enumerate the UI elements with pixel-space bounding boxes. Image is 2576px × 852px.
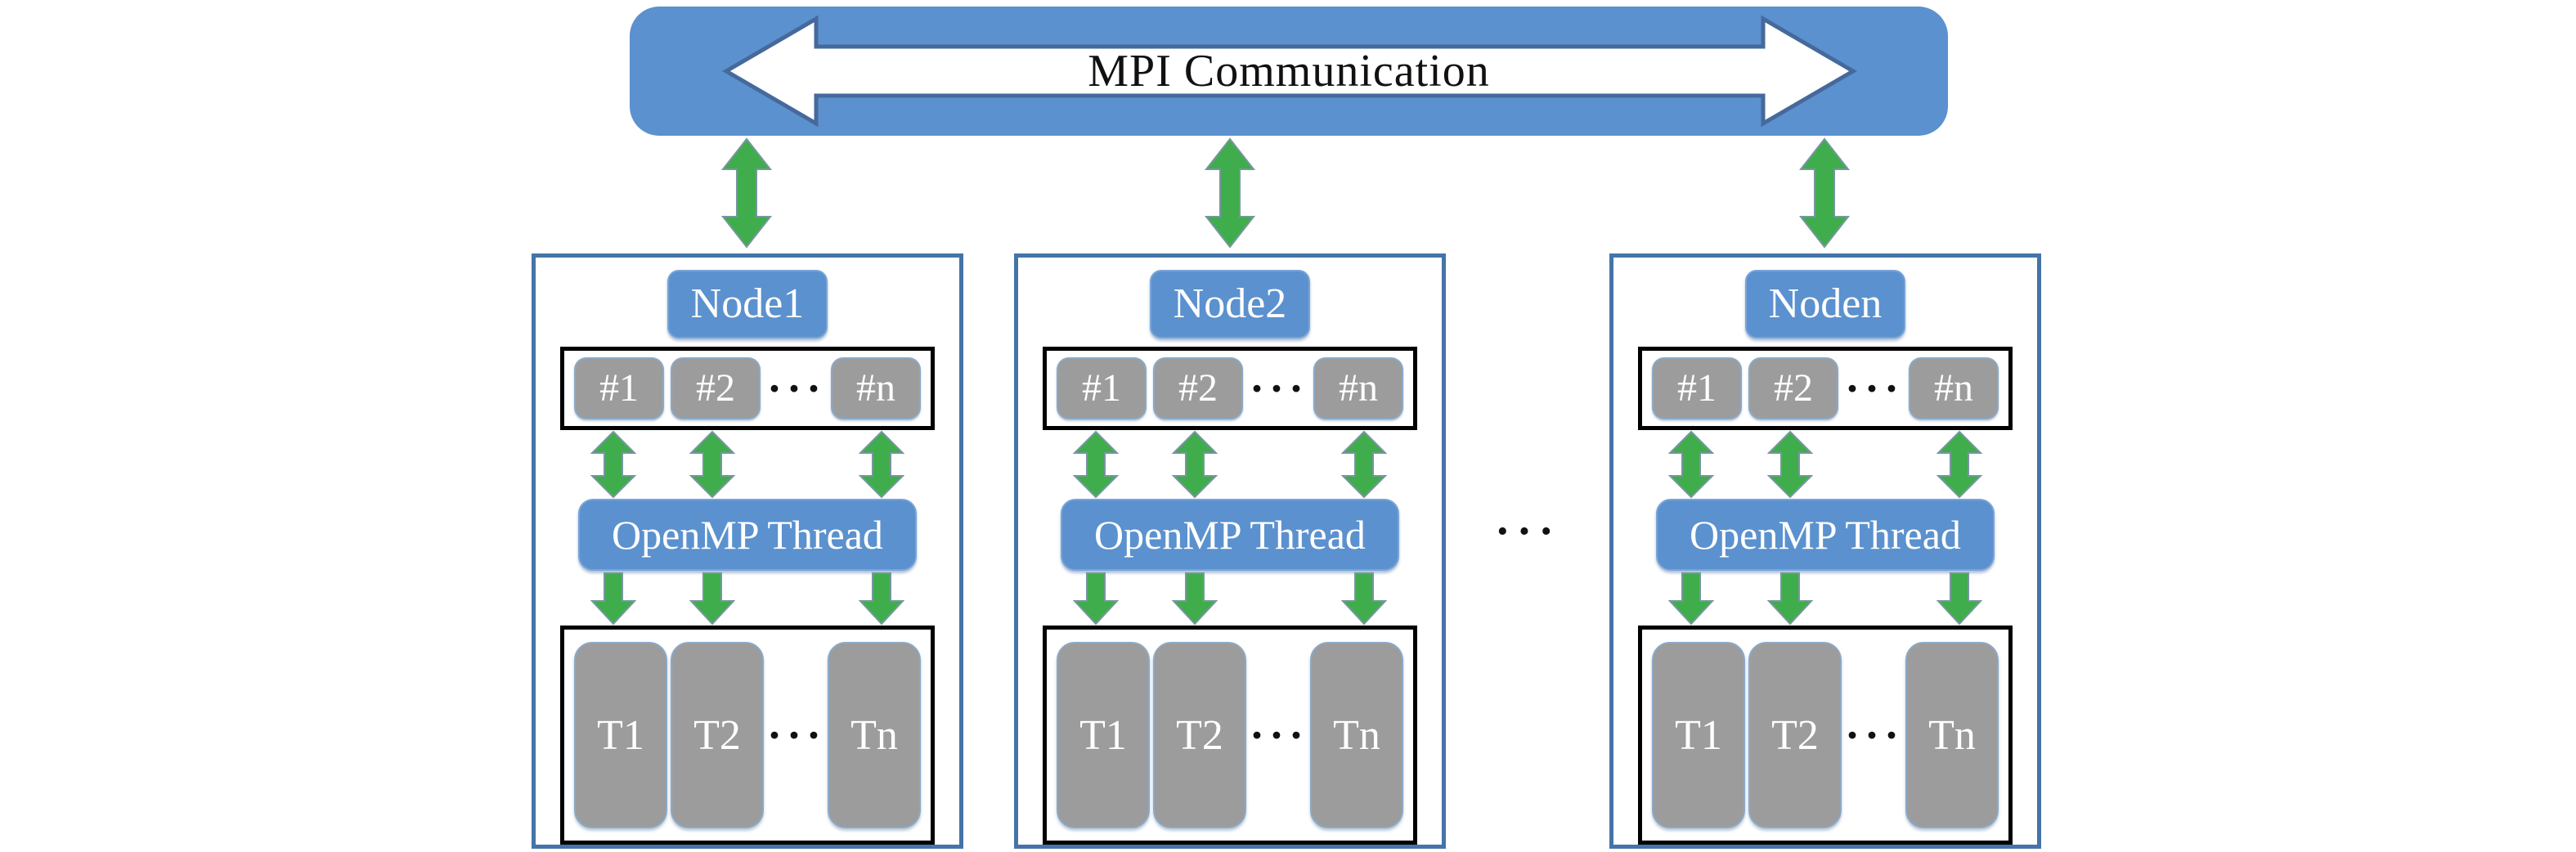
core-chip: #1 <box>574 356 664 419</box>
node-title-badge: Node2 <box>1150 270 1310 339</box>
thread-chip: Tn <box>1905 642 1999 829</box>
openmp-thread-down-arrow-icon <box>1173 572 1218 625</box>
core-openmp-arrows <box>1638 430 2013 499</box>
core-openmp-double-arrow-icon <box>1669 430 1713 498</box>
core-openmp-double-arrow-icon <box>1936 430 1981 498</box>
node-title-label: Node2 <box>1173 280 1287 328</box>
core-openmp-arrows <box>560 430 935 499</box>
openmp-thread-down-arrow-icon <box>690 572 735 625</box>
core-openmp-double-arrow-icon <box>1768 430 1813 498</box>
openmp-thread-arrows <box>1638 571 2013 626</box>
openmp-thread-down-arrow-icon <box>1669 572 1713 625</box>
openmp-thread-down-arrow-icon <box>1341 572 1386 625</box>
openmp-thread-down-arrow-icon <box>591 572 635 625</box>
cores-box: #1 #2 ··· #n <box>1638 346 2013 430</box>
core-openmp-double-arrow-icon <box>591 430 635 498</box>
openmp-thread-down-arrow-icon <box>859 572 904 625</box>
threads-box: T1 T2 ··· Tn <box>1638 626 2013 845</box>
thread-chip: T2 <box>1153 642 1246 829</box>
node-title-badge: Node1 <box>667 270 828 339</box>
core-chip: #2 <box>1153 356 1243 419</box>
core-chip: #n <box>1313 356 1403 419</box>
node-card-n: Noden #1 #2 ··· #n OpenMP Thread T1 T2 ·… <box>1609 253 2041 849</box>
openmp-badge: OpenMP Thread <box>578 498 917 571</box>
thread-chip: T1 <box>1057 642 1150 829</box>
noden-link-double-arrow-icon <box>1800 138 1849 248</box>
core-chip: #1 <box>1057 356 1147 419</box>
node-card-1: Node1 #1 #2 ··· #n OpenMP Thread T1 T2 ·… <box>532 253 963 849</box>
openmp-thread-down-arrow-icon <box>1074 572 1118 625</box>
core-openmp-double-arrow-icon <box>690 430 735 498</box>
core-chip: #n <box>831 356 921 419</box>
nodes-ellipsis: ··· <box>1494 506 1561 557</box>
threads-ellipsis: ··· <box>1845 711 1905 760</box>
thread-chip: Tn <box>828 642 921 829</box>
threads-box: T1 T2 ··· Tn <box>1043 626 1417 845</box>
openmp-thread-down-arrow-icon <box>1936 572 1981 625</box>
thread-chip: T2 <box>1748 642 1842 829</box>
cores-ellipsis: ··· <box>1250 363 1309 413</box>
thread-chip: T1 <box>1652 642 1745 829</box>
core-chip: #2 <box>671 356 761 419</box>
core-openmp-double-arrow-icon <box>859 430 904 498</box>
openmp-label: OpenMP Thread <box>612 511 883 558</box>
cores-box: #1 #2 ··· #n <box>1043 346 1417 430</box>
mpi-double-arrow-icon <box>722 15 1857 128</box>
openmp-thread-arrows <box>1043 571 1417 626</box>
openmp-label: OpenMP Thread <box>1690 511 1961 558</box>
cores-ellipsis: ··· <box>767 363 827 413</box>
cores-box: #1 #2 ··· #n <box>560 346 935 430</box>
threads-ellipsis: ··· <box>1250 711 1309 760</box>
core-openmp-double-arrow-icon <box>1173 430 1218 498</box>
core-chip: #1 <box>1652 356 1742 419</box>
thread-chip: T2 <box>671 642 764 829</box>
core-openmp-double-arrow-icon <box>1341 430 1386 498</box>
thread-chip: T1 <box>574 642 667 829</box>
node-card-2: Node2 #1 #2 ··· #n OpenMP Thread T1 T2 ·… <box>1014 253 1446 849</box>
core-openmp-double-arrow-icon <box>1074 430 1118 498</box>
mpi-banner-label: MPI Communication <box>1088 46 1490 96</box>
openmp-label: OpenMP Thread <box>1094 511 1366 558</box>
node2-link-double-arrow-icon <box>1205 138 1254 248</box>
node-title-label: Noden <box>1768 280 1883 328</box>
mpi-banner: MPI Communication <box>630 7 1948 136</box>
openmp-badge: OpenMP Thread <box>1656 498 1995 571</box>
core-openmp-arrows <box>1043 430 1417 499</box>
openmp-badge: OpenMP Thread <box>1061 498 1399 571</box>
node-title-badge: Noden <box>1745 270 1905 339</box>
cores-ellipsis: ··· <box>1845 363 1905 413</box>
node-title-label: Node1 <box>690 280 805 328</box>
core-chip: #n <box>1909 356 1999 419</box>
openmp-thread-down-arrow-icon <box>1768 572 1813 625</box>
thread-chip: Tn <box>1310 642 1403 829</box>
openmp-thread-arrows <box>560 571 935 626</box>
node1-link-double-arrow-icon <box>722 138 771 248</box>
core-chip: #2 <box>1748 356 1838 419</box>
threads-ellipsis: ··· <box>767 711 827 760</box>
threads-box: T1 T2 ··· Tn <box>560 626 935 845</box>
